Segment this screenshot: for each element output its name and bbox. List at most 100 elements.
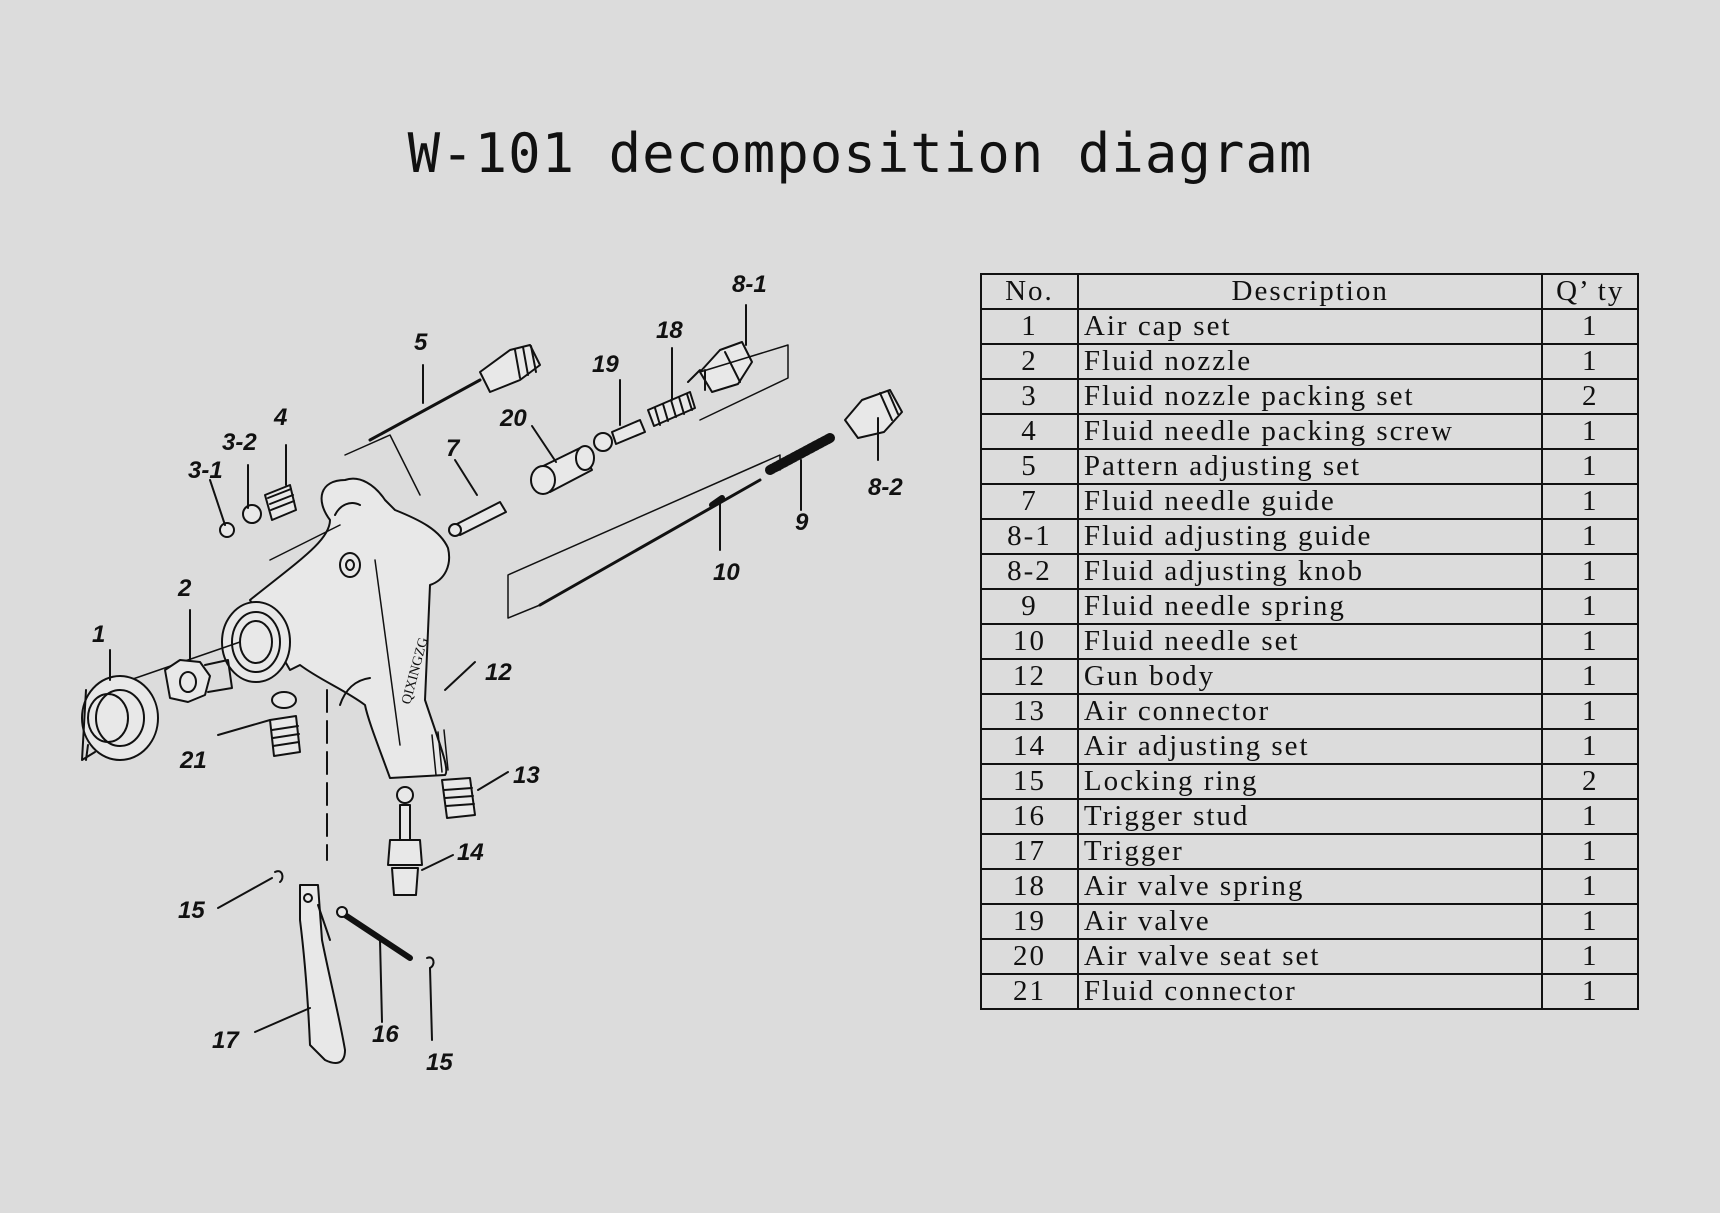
cell-description: Air valve spring	[1076, 868, 1544, 905]
cell-description: Air valve seat set	[1076, 938, 1544, 975]
header-description: Description	[1076, 273, 1544, 310]
callout-3-2: 3-2	[222, 429, 257, 456]
cell-qty: 1	[1541, 553, 1639, 590]
callout-4: 4	[273, 404, 287, 431]
cell-qty: 1	[1541, 343, 1639, 380]
callout-10: 10	[713, 559, 740, 586]
callout-20: 20	[499, 405, 527, 432]
cell-qty: 1	[1541, 868, 1639, 905]
callout-13: 13	[513, 762, 540, 789]
cell-description: Air valve	[1076, 903, 1544, 940]
cell-qty: 1	[1541, 413, 1639, 450]
cell-description: Trigger stud	[1076, 798, 1544, 835]
cell-qty: 2	[1541, 378, 1639, 415]
callout-21: 21	[179, 747, 207, 774]
callout-5: 5	[414, 329, 428, 356]
callout-14: 14	[457, 839, 484, 866]
cell-no: 20	[980, 938, 1079, 975]
cell-qty: 1	[1541, 938, 1639, 975]
cell-qty: 1	[1541, 973, 1639, 1010]
cell-no: 15	[980, 763, 1079, 800]
cell-qty: 1	[1541, 588, 1639, 625]
cell-description: Trigger	[1076, 833, 1544, 870]
cell-description: Air cap set	[1076, 308, 1544, 345]
callout-15-left: 15	[178, 897, 205, 924]
cell-no: 5	[980, 448, 1079, 485]
cell-no: 21	[980, 973, 1079, 1010]
cell-no: 10	[980, 623, 1079, 660]
cell-description: Fluid needle set	[1076, 623, 1544, 660]
cell-qty: 1	[1541, 798, 1639, 835]
cell-no: 9	[980, 588, 1079, 625]
callout-18: 18	[656, 317, 683, 344]
cell-description: Fluid adjusting knob	[1076, 553, 1544, 590]
cell-no: 14	[980, 728, 1079, 765]
cell-qty: 1	[1541, 518, 1639, 555]
callout-7: 7	[446, 435, 461, 462]
cell-qty: 1	[1541, 623, 1639, 660]
cell-description: Air adjusting set	[1076, 728, 1544, 765]
cell-qty: 1	[1541, 903, 1639, 940]
callout-8-1: 8-1	[732, 271, 767, 298]
callout-17: 17	[212, 1027, 240, 1054]
cell-qty: 1	[1541, 448, 1639, 485]
cell-qty: 1	[1541, 658, 1639, 695]
callout-1: 1	[92, 621, 105, 648]
cell-description: Gun body	[1076, 658, 1544, 695]
cell-no: 8-1	[980, 518, 1079, 555]
cell-description: Fluid needle guide	[1076, 483, 1544, 520]
air-cap-part	[81, 675, 159, 761]
cell-qty: 1	[1541, 308, 1639, 345]
cell-description: Air connector	[1076, 693, 1544, 730]
cell-no: 3	[980, 378, 1079, 415]
cell-description: Fluid adjusting guide	[1076, 518, 1544, 555]
callout-16: 16	[372, 1021, 399, 1048]
cell-no: 16	[980, 798, 1079, 835]
cell-description: Fluid connector	[1076, 973, 1544, 1010]
cell-no: 12	[980, 658, 1079, 695]
cell-no: 7	[980, 483, 1079, 520]
gun-body-drawing: QIXINGZG	[221, 477, 450, 779]
callout-9: 9	[795, 509, 809, 536]
callout-19: 19	[592, 351, 619, 378]
page-title: W-101 decomposition diagram	[407, 122, 1313, 185]
cell-no: 2	[980, 343, 1079, 380]
cell-no: 13	[980, 693, 1079, 730]
callout-8-2: 8-2	[868, 474, 903, 501]
cell-description: Pattern adjusting set	[1076, 448, 1544, 485]
callout-2: 2	[177, 575, 192, 602]
cell-no: 4	[980, 413, 1079, 450]
header-no: No.	[980, 273, 1079, 310]
table-header-row: No. Description Q’ ty	[980, 273, 1639, 310]
cell-description: Fluid nozzle packing set	[1076, 378, 1544, 415]
cell-description: Fluid nozzle	[1076, 343, 1544, 380]
cell-description: Fluid needle spring	[1076, 588, 1544, 625]
cell-no: 19	[980, 903, 1079, 940]
cell-description: Fluid needle packing screw	[1076, 413, 1544, 450]
fluid-nozzle-part	[164, 659, 233, 703]
cell-qty: 1	[1541, 833, 1639, 870]
cell-no: 18	[980, 868, 1079, 905]
callout-12: 12	[485, 659, 512, 686]
cell-qty: 2	[1541, 763, 1639, 800]
